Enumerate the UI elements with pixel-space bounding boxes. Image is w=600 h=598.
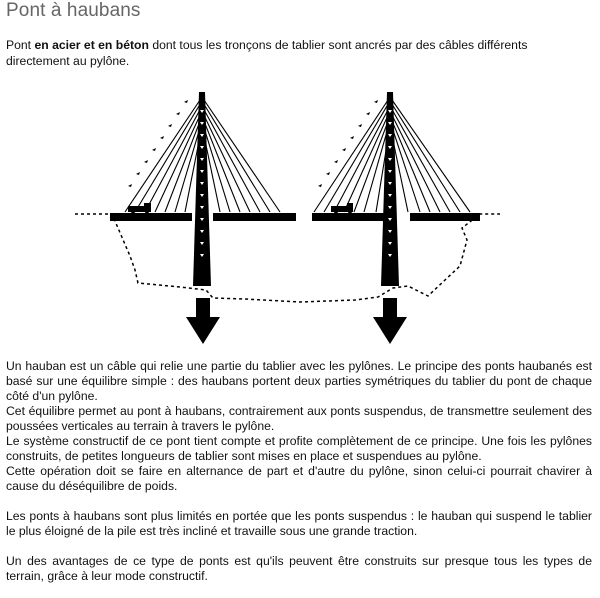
intro-prefix: Pont <box>6 38 35 52</box>
deck <box>110 213 480 221</box>
intro-paragraph: Pont en acier et en béton dont tous les … <box>6 38 590 69</box>
pylon-right <box>381 92 399 286</box>
pylons <box>193 92 399 286</box>
paragraph-alternance: Cette opération doit se faire en alterna… <box>6 464 592 493</box>
tension-arrows-right <box>318 100 378 187</box>
down-arrow-icon <box>186 298 220 344</box>
truck-icon <box>331 203 353 215</box>
page-title: Pont à haubans <box>6 0 141 21</box>
cable-stayed-bridge-diagram <box>75 92 500 344</box>
paragraph-systeme: Le système constructif de ce pont tient … <box>6 434 592 463</box>
ground-profile <box>75 213 500 303</box>
paragraph-hauban-definition: Un hauban est un câble qui relie une par… <box>6 359 592 403</box>
intro-emphasis: en acier et en béton <box>34 38 149 52</box>
paragraph-avantages: Un des avantages de ce type de ponts est… <box>6 554 592 583</box>
paragraph-limites: Les ponts à haubans sont plus limités en… <box>6 509 592 538</box>
truck-icon <box>128 203 151 215</box>
cables-left <box>124 96 281 213</box>
body-text: Un hauban est un câble qui relie une par… <box>6 359 592 584</box>
pylon-left <box>193 92 211 286</box>
intro-suffix: dont tous les tronçons de tablier sont a… <box>6 38 528 68</box>
down-arrow-icon <box>373 298 407 344</box>
paragraph-equilibre: Cet équilibre permet au pont à haubans, … <box>6 404 592 433</box>
pylon-load-markers <box>200 110 392 257</box>
